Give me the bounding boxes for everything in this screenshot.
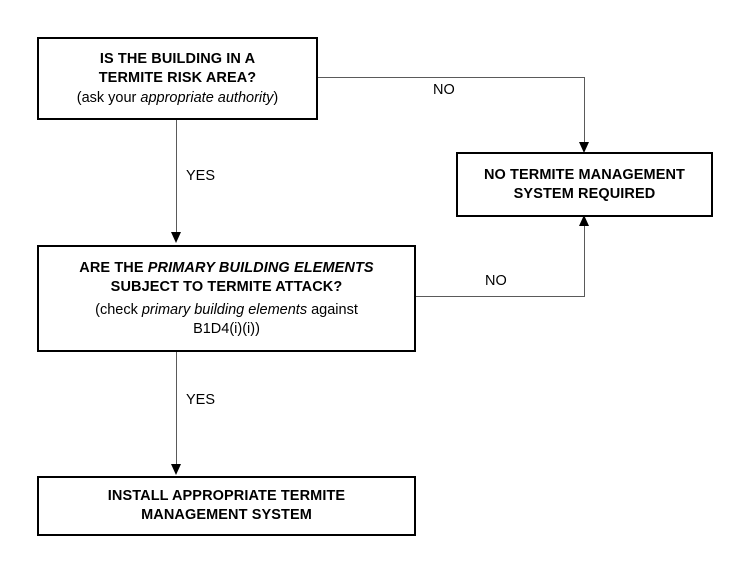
arrowhead-yes-2 [171,464,181,475]
node-1-subtext: (ask your appropriate authority) [77,89,279,108]
connector-no-2-horizontal [414,296,585,297]
node-1-subtext-prefix: (ask your [76,89,141,106]
node-1-line-1: IS THE BUILDING IN A [99,50,256,67]
node-4-line-1: INSTALL APPROPRIATE TERMITE [107,488,346,504]
node-2-line-1-prefix: ARE THE [79,259,148,276]
edge-label-yes-2: YES [186,392,216,408]
node-2-subtext-line-1: (check primary building elements against [95,301,358,320]
node-1-subtext-suffix: ) [273,89,279,106]
node-2-subtext-line-2: B1D4(i)(i)) [193,320,260,337]
connector-no-1-vertical [584,77,585,145]
arrowhead-no-1 [579,142,589,153]
node-3-line-2: SYSTEM REQUIRED [513,185,656,202]
node-2-line-1-emphasis: PRIMARY BUILDING ELEMENTS [147,259,374,276]
decision-node-primary-building-elements[interactable]: ARE THE PRIMARY BUILDING ELEMENTS SUBJEC… [37,245,416,352]
connector-yes-1-vertical [176,120,177,233]
node-2-subtext-suffix: against [307,301,358,318]
node-2-subtext-prefix: (check [95,301,142,318]
connector-no-2-vertical [584,225,585,296]
node-2-line-1: ARE THE PRIMARY BUILDING ELEMENTS [79,259,373,278]
edge-label-no-1: NO [433,82,455,98]
terminal-node-no-system-required[interactable]: NO TERMITE MANAGEMENT SYSTEM REQUIRED [456,152,713,217]
edge-label-no-2: NO [485,273,507,289]
connector-no-1-horizontal [316,77,585,78]
node-1-line-2: TERMITE RISK AREA? [98,69,257,86]
node-2-line-2: SUBJECT TO TERMITE ATTACK? [110,278,343,295]
node-2-subtext-emphasis: primary building elements [141,301,308,318]
connector-yes-2-vertical [176,352,177,465]
terminal-node-install-system[interactable]: INSTALL APPROPRIATE TERMITE MANAGEMENT S… [37,476,416,536]
node-3-line-1: NO TERMITE MANAGEMENT [483,166,686,183]
arrowhead-yes-1 [171,232,181,243]
arrowhead-no-2 [579,215,589,226]
decision-node-termite-risk-area[interactable]: IS THE BUILDING IN A TERMITE RISK AREA? … [37,37,318,120]
node-1-subtext-emphasis: appropriate authority [140,89,274,106]
edge-label-yes-1: YES [186,168,216,184]
node-4-line-2: MANAGEMENT SYSTEM [141,507,312,523]
